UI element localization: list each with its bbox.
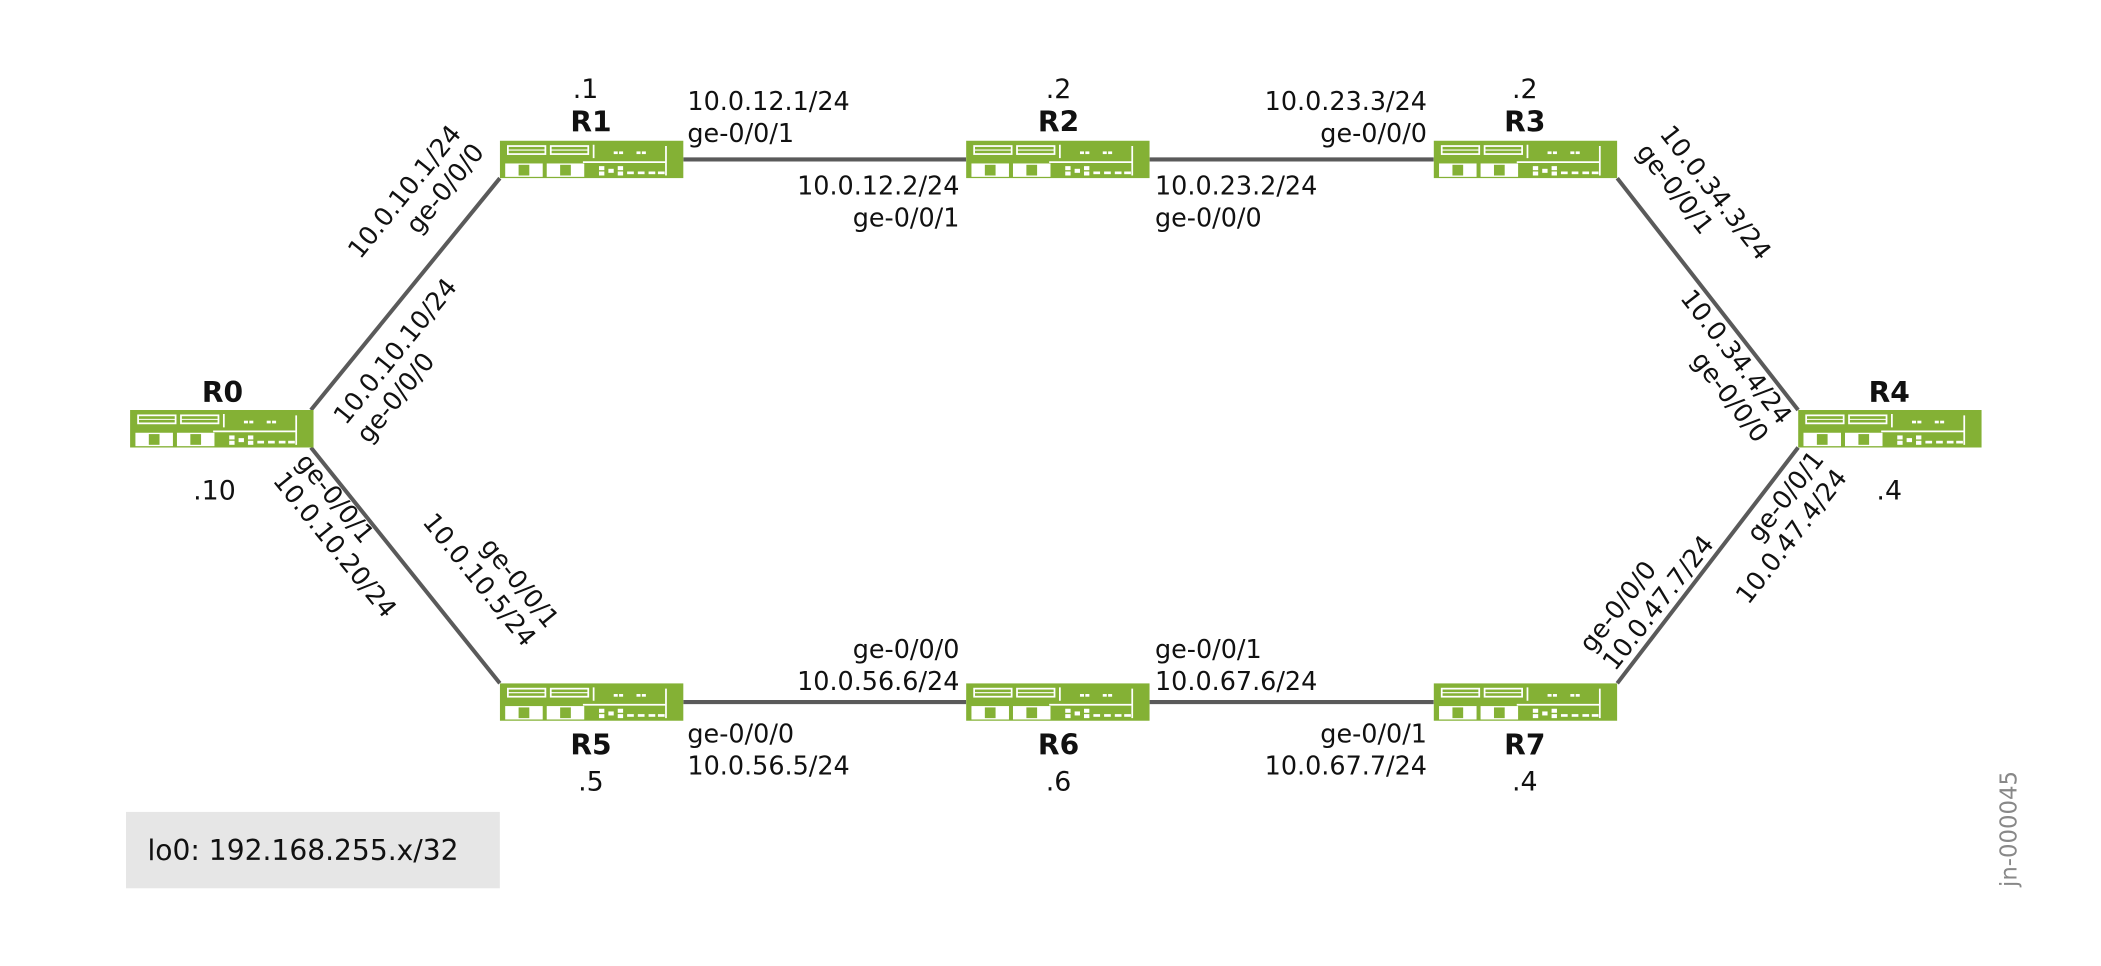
router-host-address: .4 (1876, 476, 1902, 507)
legend-text: lo0: 192.168.255.x/32 (147, 834, 458, 867)
legend-box (126, 811, 500, 889)
label-r5-r6-r5-side: ge-0/0/0 10.0.56.5/24 (687, 719, 849, 781)
link-r3-r4 (1615, 176, 1800, 412)
router-icon (499, 140, 684, 179)
router-host-address: .1 (573, 74, 599, 105)
router-host-address: .2 (1512, 74, 1538, 105)
label-r0-r5-r5-side: ge-0/0/1 10.0.10.5/24 (416, 508, 564, 653)
link-r0-r1 (309, 176, 502, 412)
router-icon (130, 409, 314, 448)
interface-name: ge-0/0/1 (853, 203, 960, 233)
router-host-address: .2 (1046, 74, 1072, 105)
router-icon (1798, 409, 1982, 448)
router-r4: R4 .4 (1798, 376, 1982, 507)
ip-address: 10.0.56.5/24 (687, 751, 849, 781)
label-r2-r3-r2-side: 10.0.23.2/24 ge-0/0/0 (1155, 171, 1317, 233)
interface-name: ge-0/0/1 (1320, 719, 1427, 749)
link-r7-r4 (1615, 446, 1800, 685)
router-icon (966, 683, 1150, 721)
router-name: R0 (202, 376, 243, 409)
label-r5-r6-r6-side: ge-0/0/0 10.0.56.6/24 (797, 635, 959, 697)
ip-address: 10.0.23.3/24 (1265, 87, 1427, 117)
router-name: R2 (1038, 105, 1079, 138)
label-r2-r3-r3-side: 10.0.23.3/24 ge-0/0/0 (1265, 87, 1427, 149)
label-r0-r5-r0-side: ge-0/0/1 10.0.10.20/24 (267, 448, 403, 624)
label-r1-r2-r1-side: 10.0.12.1/24 ge-0/0/1 (687, 87, 849, 149)
ip-address: 10.0.67.7/24 (1265, 751, 1427, 781)
router-host-address: .6 (1046, 766, 1072, 797)
label-r6-r7-r7-side: ge-0/0/1 10.0.67.7/24 (1265, 719, 1427, 781)
router-r1: R1 .1 (499, 74, 684, 179)
router-name: R5 (570, 728, 611, 761)
figure-id: jn-000045 (1997, 771, 2023, 888)
label-r1-r2-r2-side: 10.0.12.2/24 ge-0/0/1 (797, 171, 959, 233)
router-r3: R3 .2 (1433, 74, 1618, 179)
router-icon (1433, 140, 1618, 179)
ip-address: 10.0.23.2/24 (1155, 171, 1317, 201)
router-r6: R6 .6 (966, 683, 1150, 797)
interface-name: ge-0/0/0 (1155, 203, 1262, 233)
link-r0-r5 (309, 446, 502, 685)
router-r2: R2 .2 (966, 74, 1150, 179)
label-r7-r4-r7-side: ge-0/0/0 10.0.47.7/24 (1574, 530, 1721, 676)
interface-name: ge-0/0/0 (853, 635, 960, 665)
router-icon (1433, 683, 1618, 721)
router-r5: R5 .5 (499, 683, 684, 797)
router-name: R6 (1038, 728, 1079, 761)
router-name: R1 (570, 105, 611, 138)
ip-address: 10.0.67.6/24 (1155, 667, 1317, 697)
interface-name: ge-0/0/0 (687, 719, 794, 749)
ip-address: 10.0.12.1/24 (687, 87, 849, 117)
router-host-address: .10 (193, 476, 236, 507)
ip-address: 10.0.56.6/24 (797, 667, 959, 697)
ip-address: 10.0.12.2/24 (797, 171, 959, 201)
label-r3-r4-r3-side: 10.0.34.3/24 ge-0/0/1 (1630, 120, 1777, 266)
label-r0-r1-r1-side: 10.0.10.1/24 ge-0/0/0 (342, 120, 490, 265)
router-name: R4 (1869, 376, 1910, 409)
router-r0: R0 .10 (130, 376, 314, 507)
label-r3-r4-r4-side: 10.0.34.4/24 ge-0/0/0 (1674, 284, 1798, 449)
router-icon (499, 683, 684, 721)
router-r7: R7 .4 (1433, 683, 1618, 797)
router-name: R7 (1504, 728, 1545, 761)
router-name: R3 (1504, 105, 1545, 138)
interface-name: ge-0/0/0 (1320, 119, 1427, 149)
label-r6-r7-r6-side: ge-0/0/1 10.0.67.6/24 (1155, 635, 1317, 697)
router-icon (966, 140, 1150, 179)
router-host-address: .4 (1512, 766, 1538, 797)
loopback-legend: lo0: 192.168.255.x/32 (126, 811, 500, 889)
interface-name: ge-0/0/1 (1155, 635, 1262, 665)
router-host-address: .5 (578, 766, 604, 797)
interface-name: ge-0/0/1 (687, 119, 794, 149)
